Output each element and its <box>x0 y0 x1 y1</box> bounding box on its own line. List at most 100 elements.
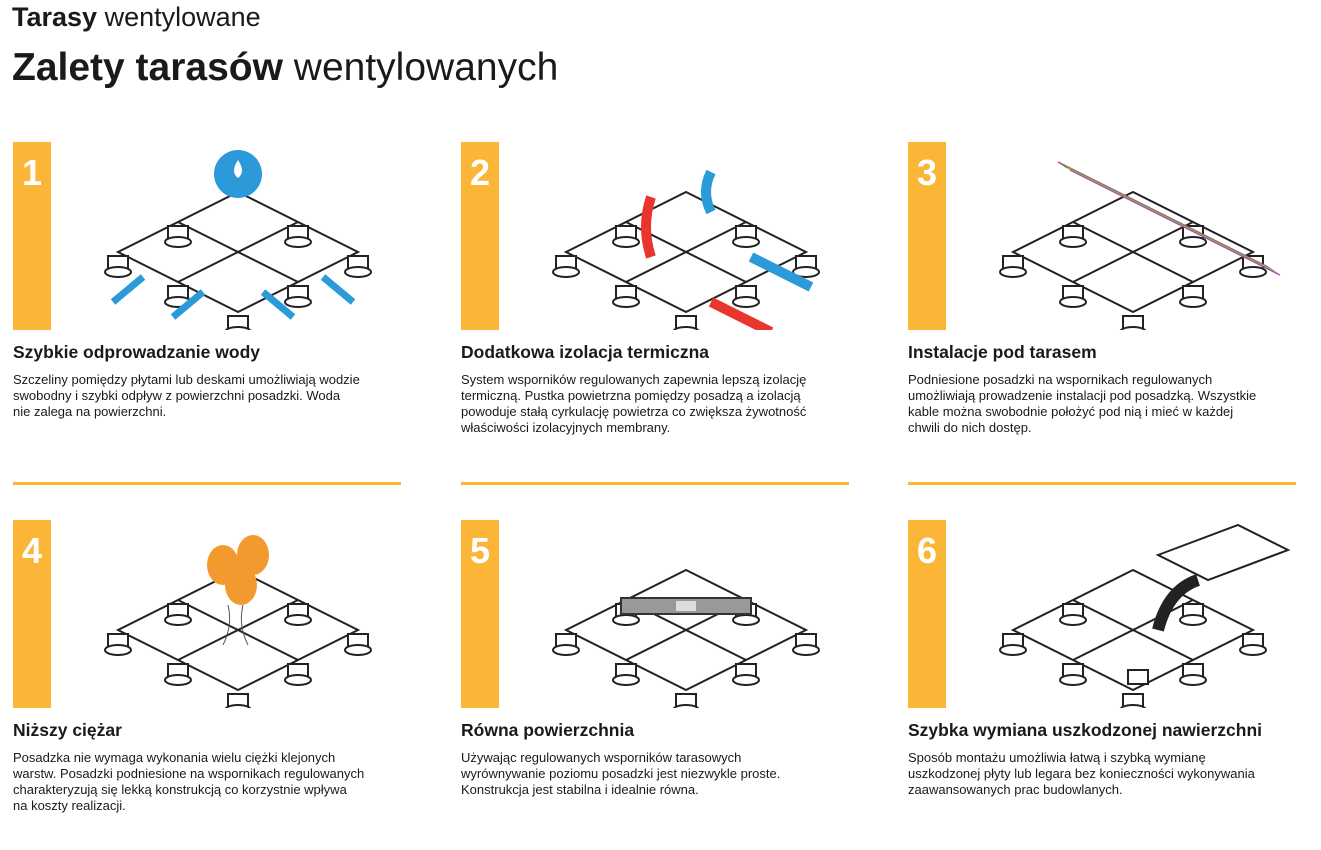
number-badge: 1 <box>13 142 51 330</box>
description-line: Używając regulowanych wsporników tarasow… <box>461 750 742 765</box>
card-title: Równa powierzchnia <box>461 720 635 740</box>
description-line: umożliwiają prowadzenie instalacji pod p… <box>908 388 1257 403</box>
support-pedestal <box>1059 285 1087 308</box>
number-badge: 5 <box>461 520 499 708</box>
support-pedestal <box>732 285 760 308</box>
card-title: Szybkie odprowadzanie wody <box>13 342 260 362</box>
section-title: Zalety tarasów wentylowanych <box>12 46 559 89</box>
support-pedestal <box>1239 633 1267 656</box>
description-line: kable można swobodnie położyć pod nią i … <box>908 404 1234 419</box>
number-badge: 3 <box>908 142 946 330</box>
support-pedestal <box>164 663 192 686</box>
support-pedestal <box>1239 255 1267 278</box>
support-pedestal <box>284 285 312 308</box>
water-drainage-illustration <box>104 150 372 330</box>
description-line: Posadzka nie wymaga wykonania wielu cięż… <box>13 750 336 765</box>
support-pedestal <box>164 285 192 308</box>
support-pedestal <box>672 693 700 708</box>
card-number: 5 <box>469 530 491 571</box>
tile-replacement-illustration <box>999 523 1291 708</box>
balloons-illustration <box>104 535 372 708</box>
support-pedestal <box>732 663 760 686</box>
description-line: nie zalega na powierzchni. <box>13 404 167 419</box>
support-pedestal <box>344 255 372 278</box>
description-line: uszkodzonej płyty lub legara bez koniecz… <box>908 766 1255 781</box>
spirit-level-illustration <box>552 568 820 708</box>
support-pedestal <box>792 255 820 278</box>
description-line: chwili do nich dostęp. <box>908 420 1032 435</box>
number-badge: 4 <box>13 520 51 708</box>
number-badge: 6 <box>908 520 946 708</box>
description-line: termiczną. Pustka powietrzna pomiędzy po… <box>461 388 801 403</box>
card-number: 2 <box>469 152 491 193</box>
description-line: warstw. Posadzki podniesione na wspornik… <box>13 766 365 781</box>
card-title: Instalacje pod tarasem <box>908 342 1097 362</box>
support-pedestal <box>552 255 580 278</box>
support-pedestal <box>552 633 580 656</box>
description-line: Podniesione posadzki na wspornikach regu… <box>908 372 1213 387</box>
number-badge: 2 <box>461 142 499 330</box>
support-pedestal <box>284 663 312 686</box>
benefit-card: 5 Równa powierzchnia Używając regulowany… <box>461 520 851 820</box>
support-pedestal <box>284 603 312 626</box>
support-pedestal <box>612 225 640 248</box>
benefit-card: 2 Dodatkowa izolacja termiczna System ws… <box>461 142 851 442</box>
support-pedestal <box>999 255 1027 278</box>
support-pedestal <box>1179 285 1207 308</box>
support-pedestal <box>1179 603 1207 626</box>
card-description: System wsporników regulowanych zapewnia … <box>461 372 806 436</box>
thermal-airflow-illustration <box>552 169 820 330</box>
description-line: zaawansowanych prac budowlanych. <box>908 782 1123 797</box>
support-pedestal <box>612 285 640 308</box>
card-description: Posadzka nie wymaga wykonania wielu cięż… <box>13 750 364 814</box>
support-pedestal <box>612 663 640 686</box>
description-line: Konstrukcja jest stabilna i idealnie rów… <box>461 782 699 797</box>
support-pedestal <box>1059 663 1087 686</box>
description-line: powoduje stałą cyrkulację powietrza co z… <box>461 404 807 419</box>
card-title: Dodatkowa izolacja termiczna <box>461 342 709 362</box>
support-pedestal <box>284 225 312 248</box>
card-title: Szybka wymiana uszkodzonej nawierzchni <box>908 720 1262 740</box>
support-pedestal <box>104 633 132 656</box>
cables-illustration <box>999 161 1281 330</box>
support-pedestal <box>164 603 192 626</box>
description-line: charakteryzują się lekką konstrukcją co … <box>13 782 347 797</box>
divider <box>908 482 1296 485</box>
support-pedestal <box>344 633 372 656</box>
card-title: Niższy ciężar <box>13 720 122 740</box>
benefit-card: 6 Szybka wymiana uszkodzonej nawierzchni… <box>908 520 1298 820</box>
support-pedestal <box>224 315 252 330</box>
support-pedestal <box>1059 225 1087 248</box>
description-line: Sposób montażu umożliwia łatwą i szybką … <box>908 750 1206 765</box>
description-line: swobodny i szybki odpływ z powierzchni p… <box>13 388 341 403</box>
benefit-card: 4 Niższy ciężar Posadzka nie wymaga wyko… <box>13 520 403 820</box>
support-pedestal <box>1119 315 1147 330</box>
card-description: Szczeliny pomiędzy płytami lub deskami u… <box>13 372 360 420</box>
support-pedestal <box>224 693 252 708</box>
card-description: Podniesione posadzki na wspornikach regu… <box>908 372 1256 436</box>
support-pedestal <box>792 633 820 656</box>
support-pedestal <box>104 255 132 278</box>
divider <box>13 482 401 485</box>
card-number: 3 <box>916 152 938 193</box>
divider <box>461 482 849 485</box>
description-line: Szczeliny pomiędzy płytami lub deskami u… <box>13 372 360 387</box>
card-number: 4 <box>21 530 43 571</box>
card-description: Używając regulowanych wsporników tarasow… <box>461 750 780 798</box>
card-number: 6 <box>916 530 938 571</box>
support-pedestal <box>999 633 1027 656</box>
benefit-card: 3 Instalacje pod tarasem Podniesione pos… <box>908 142 1298 442</box>
description-line: właściwości izolacyjnych membrany. <box>461 420 671 435</box>
card-number: 1 <box>21 152 43 193</box>
support-pedestal <box>732 225 760 248</box>
card-description: Sposób montażu umożliwia łatwą i szybką … <box>908 750 1255 798</box>
support-pedestal <box>1059 603 1087 626</box>
support-pedestal <box>164 225 192 248</box>
page-title: Tarasy wentylowane <box>12 2 261 32</box>
benefit-card: 1 Szybkie odprowadzanie wody Szczeliny p… <box>13 142 403 442</box>
description-line: System wsporników regulowanych zapewnia … <box>461 372 807 387</box>
description-line: na koszty realizacji. <box>13 798 126 813</box>
support-pedestal <box>1119 693 1147 708</box>
support-pedestal <box>1179 663 1207 686</box>
description-line: wyrównywanie poziomu posadzki jest niezw… <box>461 766 781 781</box>
